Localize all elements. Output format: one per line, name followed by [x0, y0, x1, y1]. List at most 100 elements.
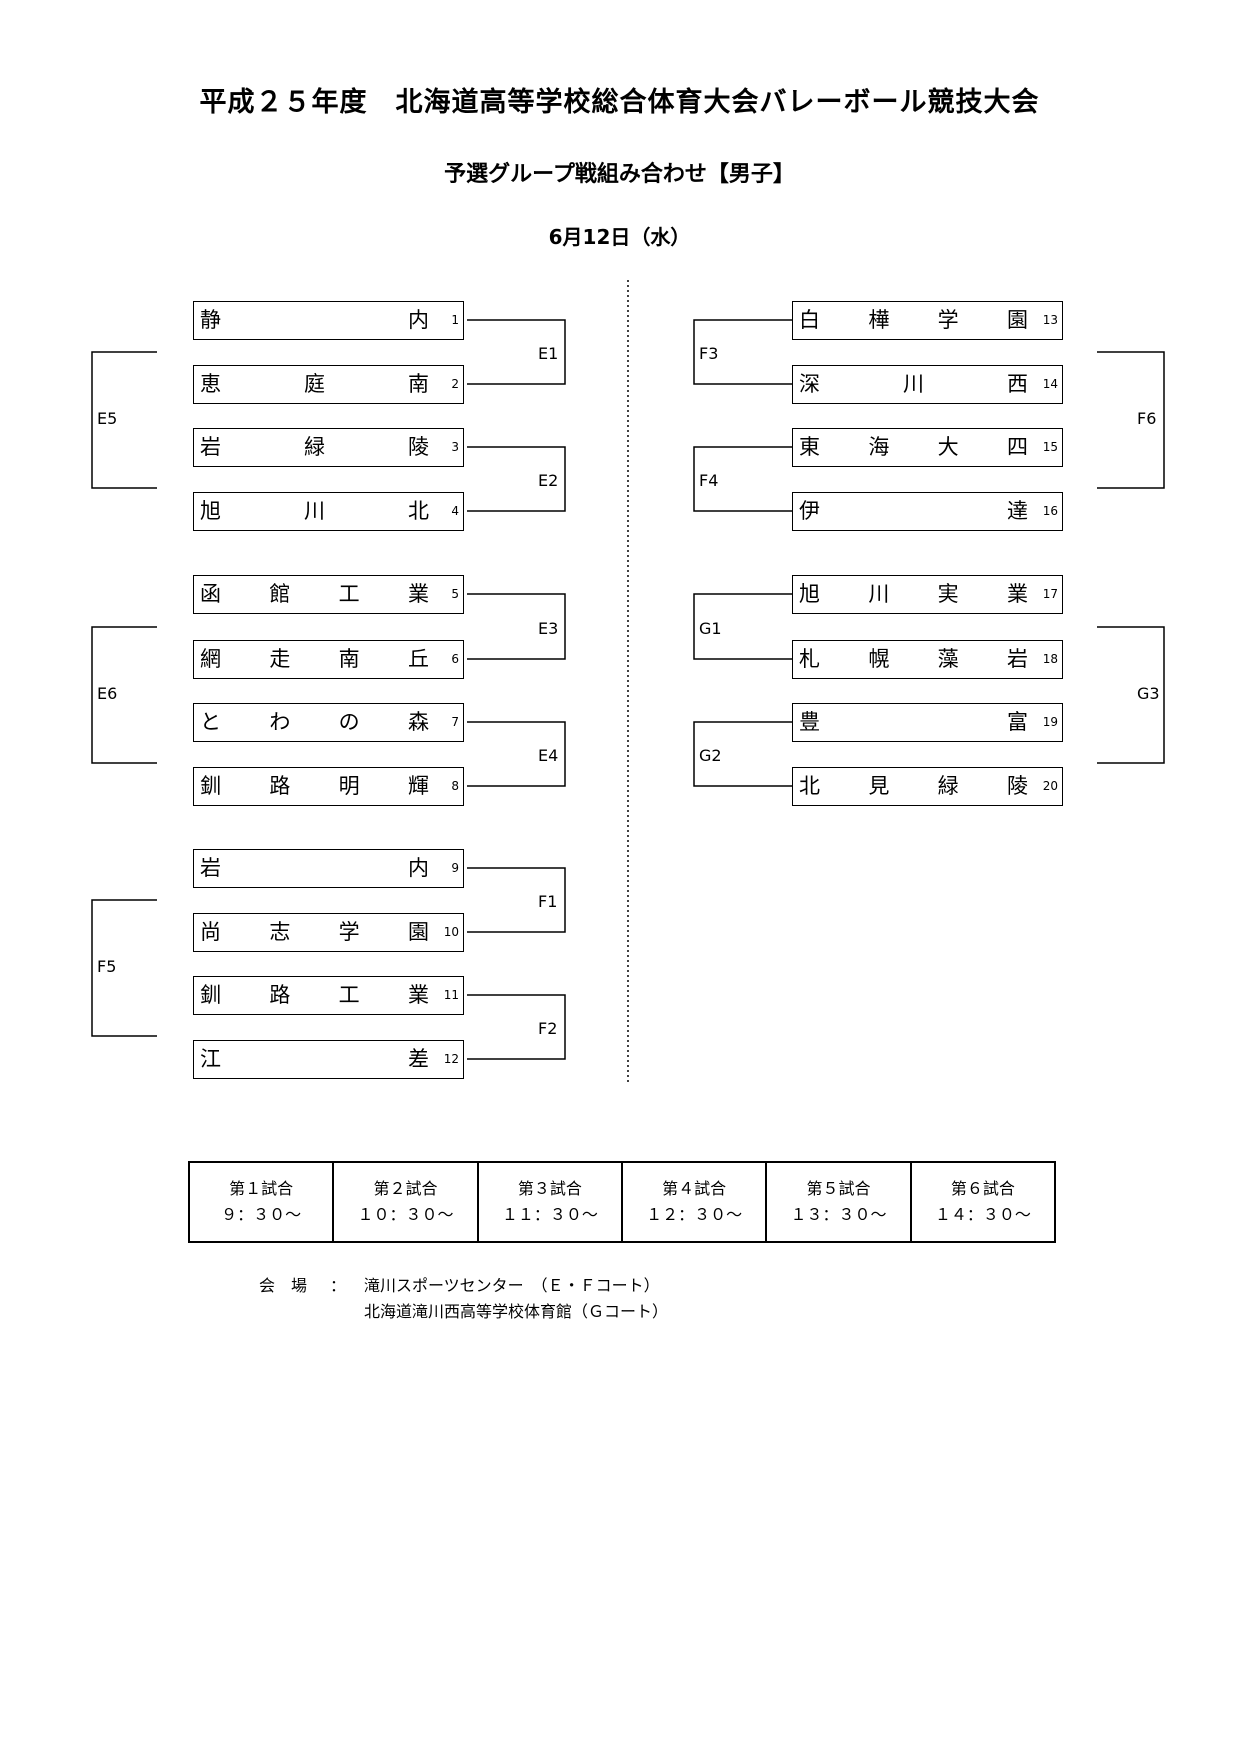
match-label: 第３試合 [517, 1179, 582, 1198]
team-name-char: 旭 [799, 582, 820, 606]
team-number: 17 [1042, 587, 1058, 601]
team-name-char: 大 [937, 435, 959, 459]
team-name-char: 岩 [1006, 647, 1028, 671]
team-name-char: 業 [407, 983, 429, 1007]
team-name-char: 岩 [200, 435, 221, 459]
team-name-char: 輝 [407, 774, 429, 798]
team-name: 札幌藻岩 [799, 645, 1028, 673]
team-number: 2 [451, 377, 459, 391]
venue-line-1: 滝川スポーツセンター （Ｅ・Ｆコート） [364, 1276, 660, 1295]
team-name-char: 志 [269, 920, 291, 944]
bracket-e1 [467, 319, 566, 385]
group-label-e4: E4 [538, 746, 559, 765]
team-name-char: 樺 [868, 308, 890, 332]
team-name-char: 内 [408, 308, 429, 332]
bracket-g3 [1097, 626, 1165, 764]
group-label-e2: E2 [538, 471, 559, 490]
page-title: 平成２５年度 北海道高等学校総合体育大会バレーボール競技大会 [199, 87, 1040, 118]
group-label-f2: F2 [538, 1019, 558, 1038]
team-name-char: 函 [200, 582, 221, 606]
team-number: 18 [1042, 652, 1058, 666]
team-name: 豊富 [799, 708, 1028, 736]
team-name: 東海大四 [799, 433, 1028, 461]
team-name: 恵庭南 [200, 370, 429, 398]
team-name-char: と [200, 710, 221, 734]
team-name-char: 川 [304, 499, 325, 523]
group-label-g2: G2 [699, 746, 722, 765]
team-name-char: 四 [1006, 435, 1028, 459]
venue-label: 会 場 [259, 1276, 308, 1295]
schedule-cell: 第６試合 １４：３０～ [909, 1161, 1057, 1243]
match-label: 第２試合 [373, 1179, 438, 1198]
team-box: 岩内 9 [193, 849, 464, 888]
match-time: ９：３０～ [221, 1205, 302, 1224]
team-name-char: 森 [407, 710, 429, 734]
team-box: 江差 12 [193, 1040, 464, 1079]
team-name-char: 幌 [868, 647, 890, 671]
team-name-char: の [338, 710, 360, 734]
team-name-char: 実 [937, 582, 959, 606]
schedule-cell: 第３試合 １１：３０～ [476, 1161, 623, 1243]
team-name: 伊達 [799, 497, 1028, 525]
team-name-char: 学 [937, 308, 959, 332]
team-number: 14 [1042, 377, 1058, 391]
team-name: 網走南丘 [200, 645, 429, 673]
team-name: 岩内 [200, 854, 429, 882]
group-label-f1: F1 [538, 892, 558, 911]
team-number: 6 [451, 652, 459, 666]
team-name-char: 丘 [407, 647, 429, 671]
team-name-char: 北 [408, 499, 429, 523]
team-name-char: 川 [903, 372, 924, 396]
team-name-char: 伊 [799, 499, 820, 523]
venue-colon: ： [330, 1276, 347, 1295]
team-name-char: 豊 [799, 710, 820, 734]
team-name-char: 業 [407, 582, 429, 606]
bracket-e2 [467, 446, 566, 512]
bracket-e3 [467, 593, 566, 660]
team-number: 9 [451, 861, 459, 875]
bracket-e4 [467, 721, 566, 787]
team-name-char: 江 [200, 1047, 221, 1071]
match-time: １３：３０～ [790, 1205, 887, 1224]
team-name-char: 明 [338, 774, 360, 798]
team-name-char: 尚 [200, 920, 221, 944]
team-number: 3 [451, 440, 459, 454]
match-time: １１：３０～ [501, 1205, 598, 1224]
team-name: 函館工業 [200, 580, 429, 608]
team-name: 白樺学園 [799, 306, 1028, 334]
group-label-f6: F6 [1137, 409, 1157, 428]
team-number: 5 [451, 587, 459, 601]
team-number: 8 [451, 779, 459, 793]
team-number: 10 [443, 925, 459, 939]
match-label: 第６試合 [950, 1179, 1015, 1198]
team-name: 岩緑陵 [200, 433, 429, 461]
team-name-char: 陵 [1006, 774, 1028, 798]
bracket-f3 [693, 319, 793, 385]
team-box: 函館工業 5 [193, 575, 464, 614]
team-number: 12 [443, 1052, 459, 1066]
group-label-f3: F3 [699, 344, 719, 363]
page-date: 6月12日（水） [548, 225, 691, 249]
team-name-char: 見 [868, 774, 890, 798]
group-label-e6: E6 [97, 684, 118, 703]
team-name-char: 静 [200, 308, 221, 332]
group-label-f4: F4 [699, 471, 719, 490]
match-time: １４：３０～ [934, 1205, 1031, 1224]
team-box: 札幌藻岩 18 [792, 640, 1063, 679]
team-name: 深川西 [799, 370, 1028, 398]
team-name-char: 工 [338, 983, 360, 1007]
team-name: 江差 [200, 1045, 429, 1073]
